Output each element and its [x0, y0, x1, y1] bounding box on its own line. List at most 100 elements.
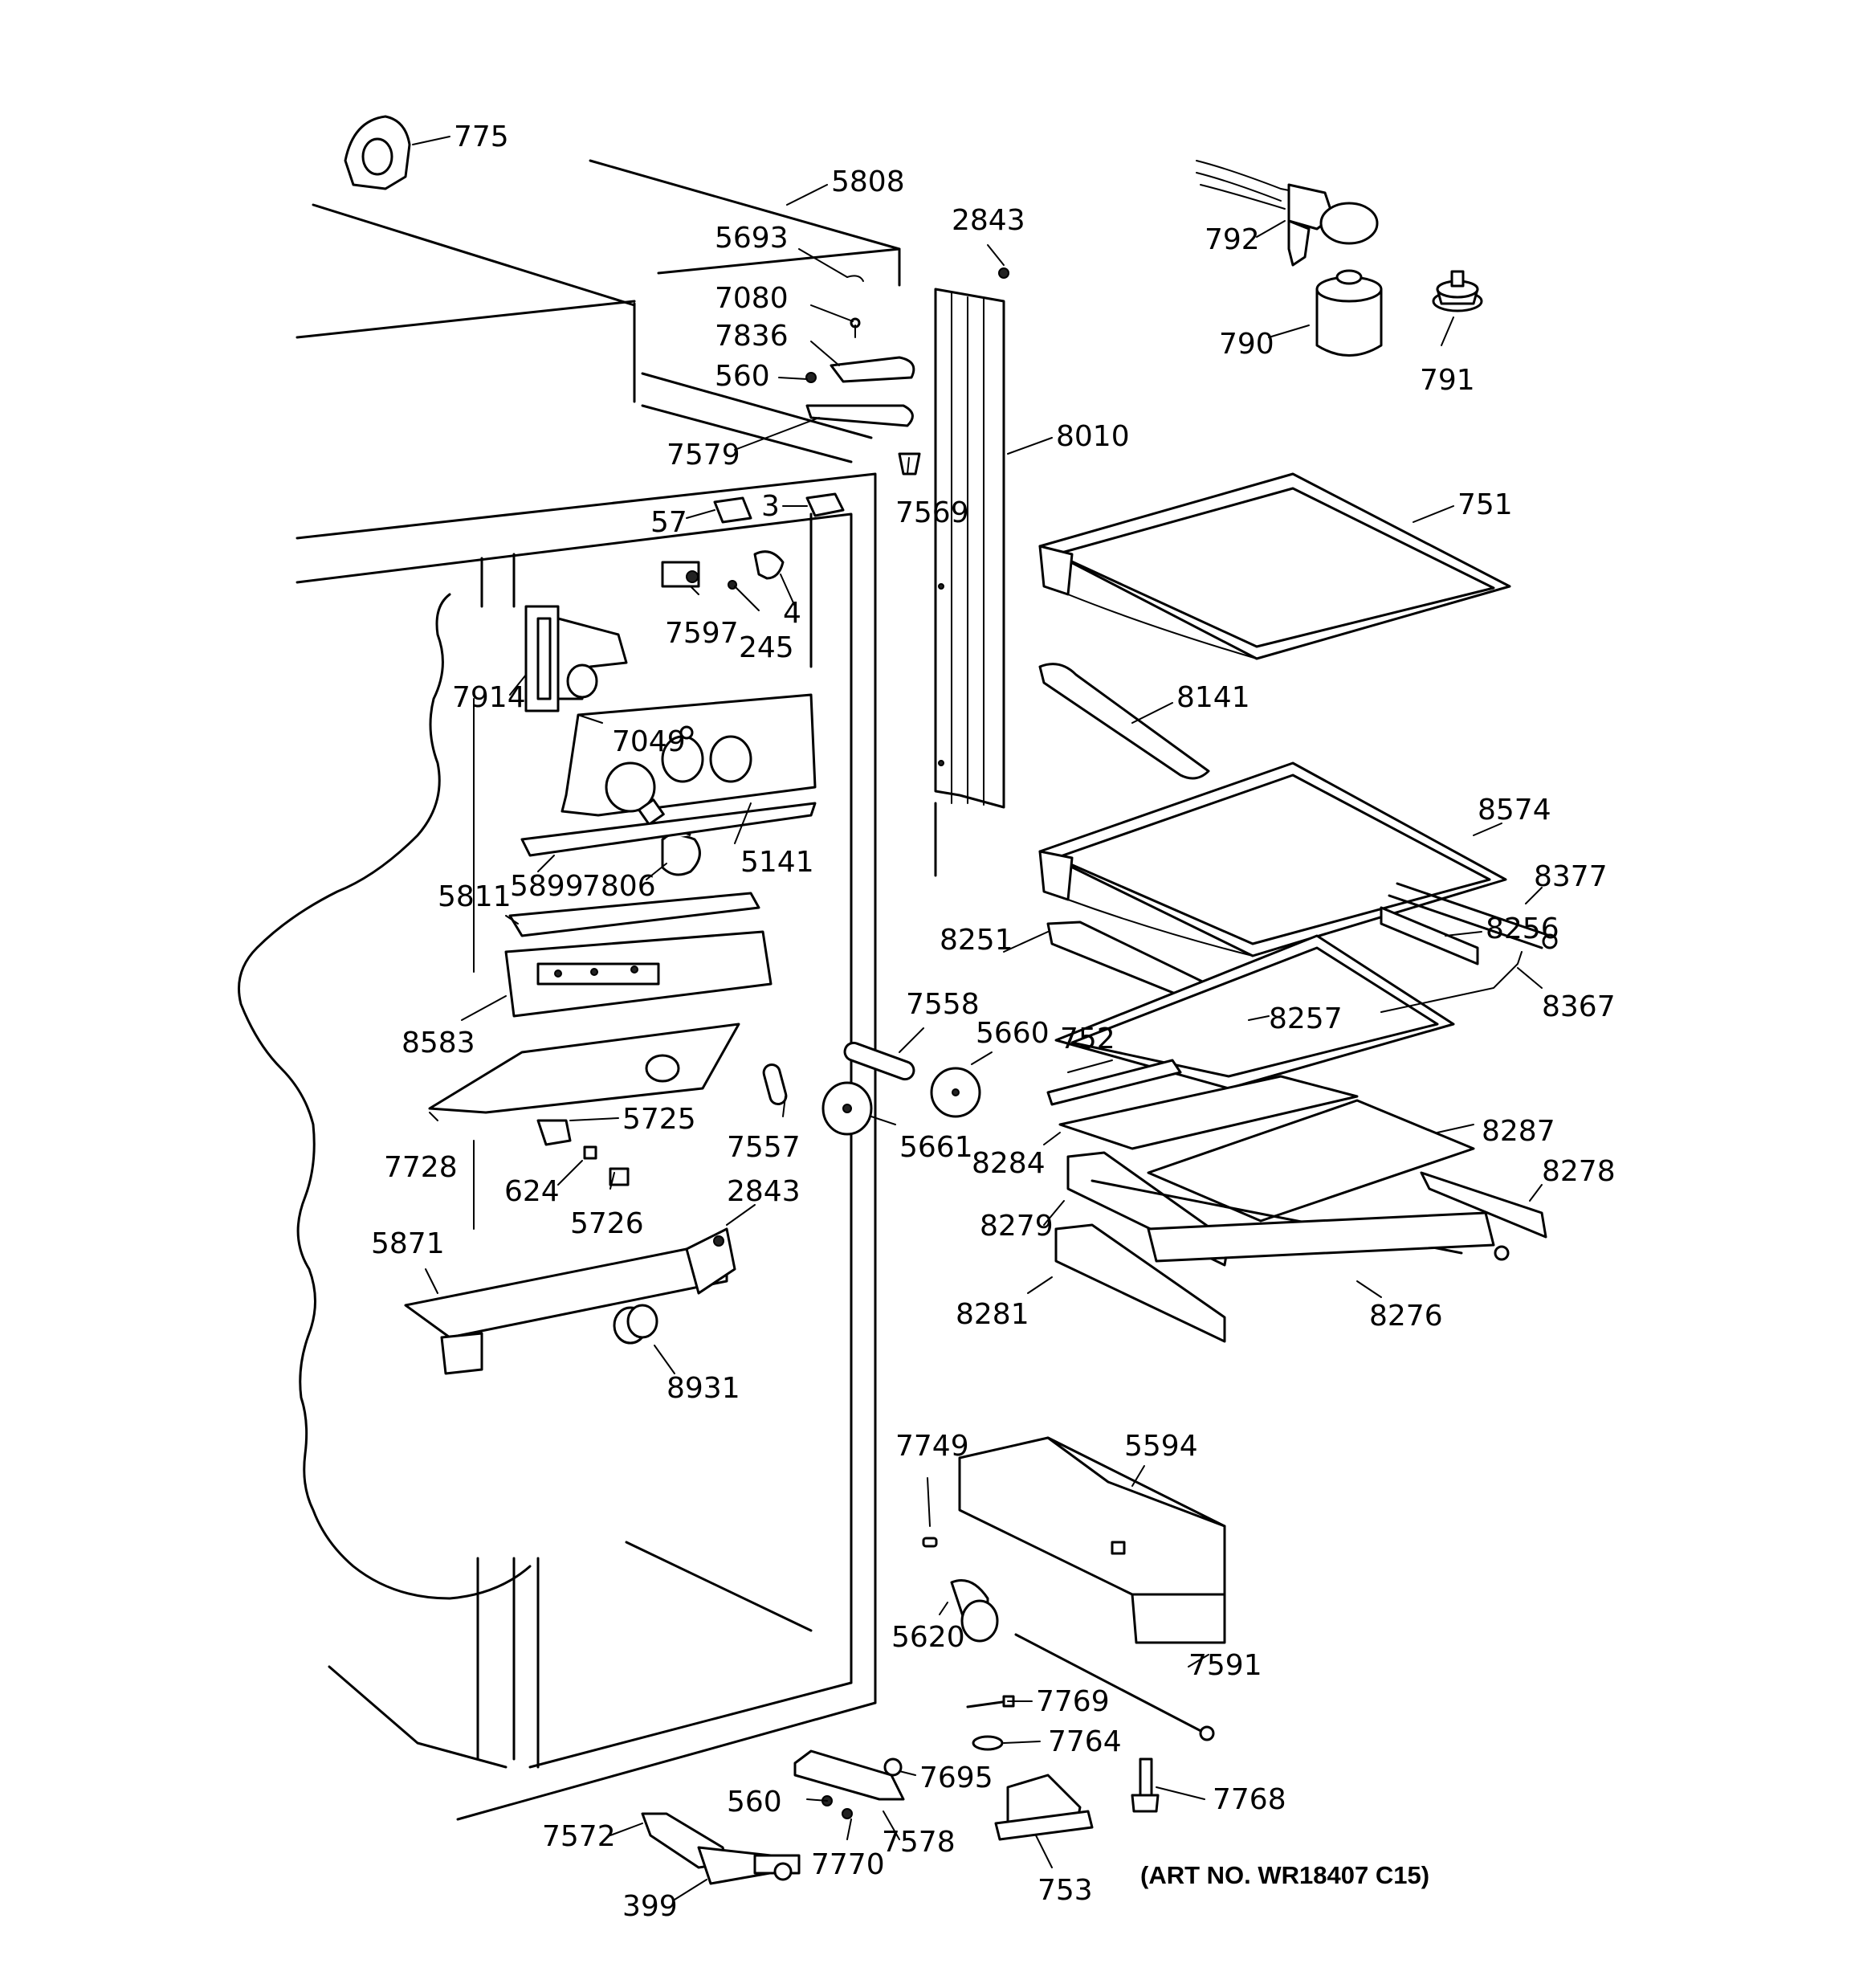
callout-7578: 7578 [882, 1826, 956, 1859]
callout-8251: 8251 [940, 924, 1013, 957]
callout-791: 791 [1420, 364, 1475, 397]
callout-8010: 8010 [1056, 420, 1130, 453]
callout-7557: 7557 [727, 1131, 801, 1164]
callout-8276: 8276 [1369, 1300, 1443, 1333]
callout-8281: 8281 [956, 1298, 1029, 1331]
screws-7749-7769-7764 [922, 1537, 1015, 1751]
callout-8256: 8256 [1486, 912, 1559, 945]
callout-2843: 2843 [727, 1175, 801, 1208]
rod-7591 [1014, 1633, 1215, 1741]
callout-7749: 7749 [895, 1430, 969, 1463]
callout-7695: 7695 [919, 1761, 993, 1794]
callout-7806: 7806 [582, 870, 656, 903]
cabinet-body [238, 159, 901, 1821]
callout-790: 790 [1219, 328, 1274, 361]
leader-lines [412, 136, 1543, 1900]
roller-5620 [950, 1579, 999, 1643]
callout-5899: 5899 [510, 870, 584, 903]
top-cap-775 [344, 115, 411, 190]
shelf-inserts-8284-8287 [1058, 1075, 1475, 1223]
water-filter-790 [1315, 269, 1383, 357]
callout-560: 560 [715, 360, 770, 393]
callout-8931: 8931 [667, 1372, 740, 1405]
water-valve-792 [1196, 160, 1379, 267]
callout-775: 775 [454, 120, 509, 153]
bracket-5871 [404, 1227, 736, 1375]
callout-5660: 5660 [976, 1017, 1050, 1050]
callout-7597: 7597 [665, 617, 739, 650]
callout-7049: 7049 [612, 725, 686, 758]
trim-strip-8010 [934, 267, 1009, 877]
callout-7836: 7836 [715, 320, 789, 353]
cover-7728 [428, 1023, 740, 1114]
callout-7768: 7768 [1213, 1783, 1286, 1816]
callout-7080: 7080 [715, 282, 789, 315]
light-bulb-7049 [605, 761, 665, 826]
leveler-7768 [1131, 1757, 1160, 1813]
callout-8583: 8583 [402, 1027, 475, 1059]
hinge-bottom-7578-7695-560 [793, 1749, 905, 1819]
callout-7764: 7764 [1048, 1725, 1122, 1758]
callout-labels: 775 5808 5693 2843 7080 7836 560 7579 80… [371, 120, 1616, 1923]
callout-7770: 7770 [811, 1848, 885, 1881]
callout-8367: 8367 [1542, 990, 1616, 1023]
callout-3: 3 [761, 490, 780, 523]
callout-753: 753 [1037, 1874, 1093, 1907]
callout-5661: 5661 [899, 1131, 973, 1164]
callout-7591: 7591 [1188, 1649, 1262, 1682]
callout-5141: 5141 [740, 846, 814, 879]
rail-8377-8256 [1380, 882, 1558, 965]
wheels-5661-5660 [821, 1067, 981, 1136]
callout-57: 57 [650, 506, 687, 539]
bracket-753 [994, 1774, 1094, 1841]
callout-7569: 7569 [895, 496, 969, 529]
filter-cap-791 [1432, 270, 1483, 312]
shelf-frame-8251-8257 [1046, 921, 1455, 1090]
callout-2843: 2843 [952, 204, 1025, 237]
callout-8141: 8141 [1176, 681, 1250, 714]
small-parts-5725-624-5726 [536, 1119, 630, 1186]
strip-5899 [520, 802, 817, 857]
callout-8279: 8279 [980, 1210, 1054, 1243]
callout-5808: 5808 [831, 165, 905, 198]
callout-5871: 5871 [371, 1227, 445, 1260]
callout-5594: 5594 [1124, 1430, 1198, 1463]
hinge-7572-399 [641, 1812, 801, 1885]
callout-7572: 7572 [542, 1820, 616, 1853]
strip-752 [1046, 1059, 1182, 1106]
housing-5594 [958, 1436, 1226, 1644]
callout-399: 399 [622, 1890, 678, 1923]
callout-751: 751 [1457, 488, 1513, 521]
light-bracket-5141 [561, 693, 817, 817]
callout-7558: 7558 [906, 988, 980, 1021]
callout-7728: 7728 [384, 1151, 458, 1184]
callout-5811: 5811 [438, 880, 512, 913]
bracket-5811 [508, 892, 760, 937]
socket-8931 [613, 1304, 658, 1345]
callout-792: 792 [1205, 223, 1260, 256]
callout-560: 560 [727, 1786, 782, 1819]
hinge-parts [805, 275, 921, 476]
callout-245: 245 [739, 631, 794, 664]
shelf-8574 [1038, 761, 1507, 957]
control-housing-8583 [504, 930, 773, 1018]
callout-7914: 7914 [452, 681, 526, 714]
callout-8257: 8257 [1269, 1002, 1343, 1035]
callout-8284: 8284 [972, 1147, 1046, 1180]
callout-752: 752 [1060, 1023, 1115, 1055]
shelf-rails-8278-8279-8276-8281 [1054, 1151, 1547, 1343]
callout-5620: 5620 [891, 1621, 965, 1654]
switches [661, 492, 845, 590]
shelf-751 [1038, 472, 1511, 660]
callout-7769: 7769 [1036, 1685, 1110, 1718]
callout-8278: 8278 [1542, 1155, 1616, 1188]
callout-624: 624 [504, 1175, 560, 1208]
callout-5726: 5726 [570, 1207, 644, 1240]
thermostat-7914 [524, 605, 628, 712]
callout-5725: 5725 [622, 1103, 696, 1136]
art-number: (ART NO. WR18407 C15) [1140, 1861, 1429, 1889]
trim-8141 [1038, 663, 1210, 780]
callout-5693: 5693 [715, 222, 789, 255]
bumpers-7558-7557 [762, 1041, 915, 1105]
